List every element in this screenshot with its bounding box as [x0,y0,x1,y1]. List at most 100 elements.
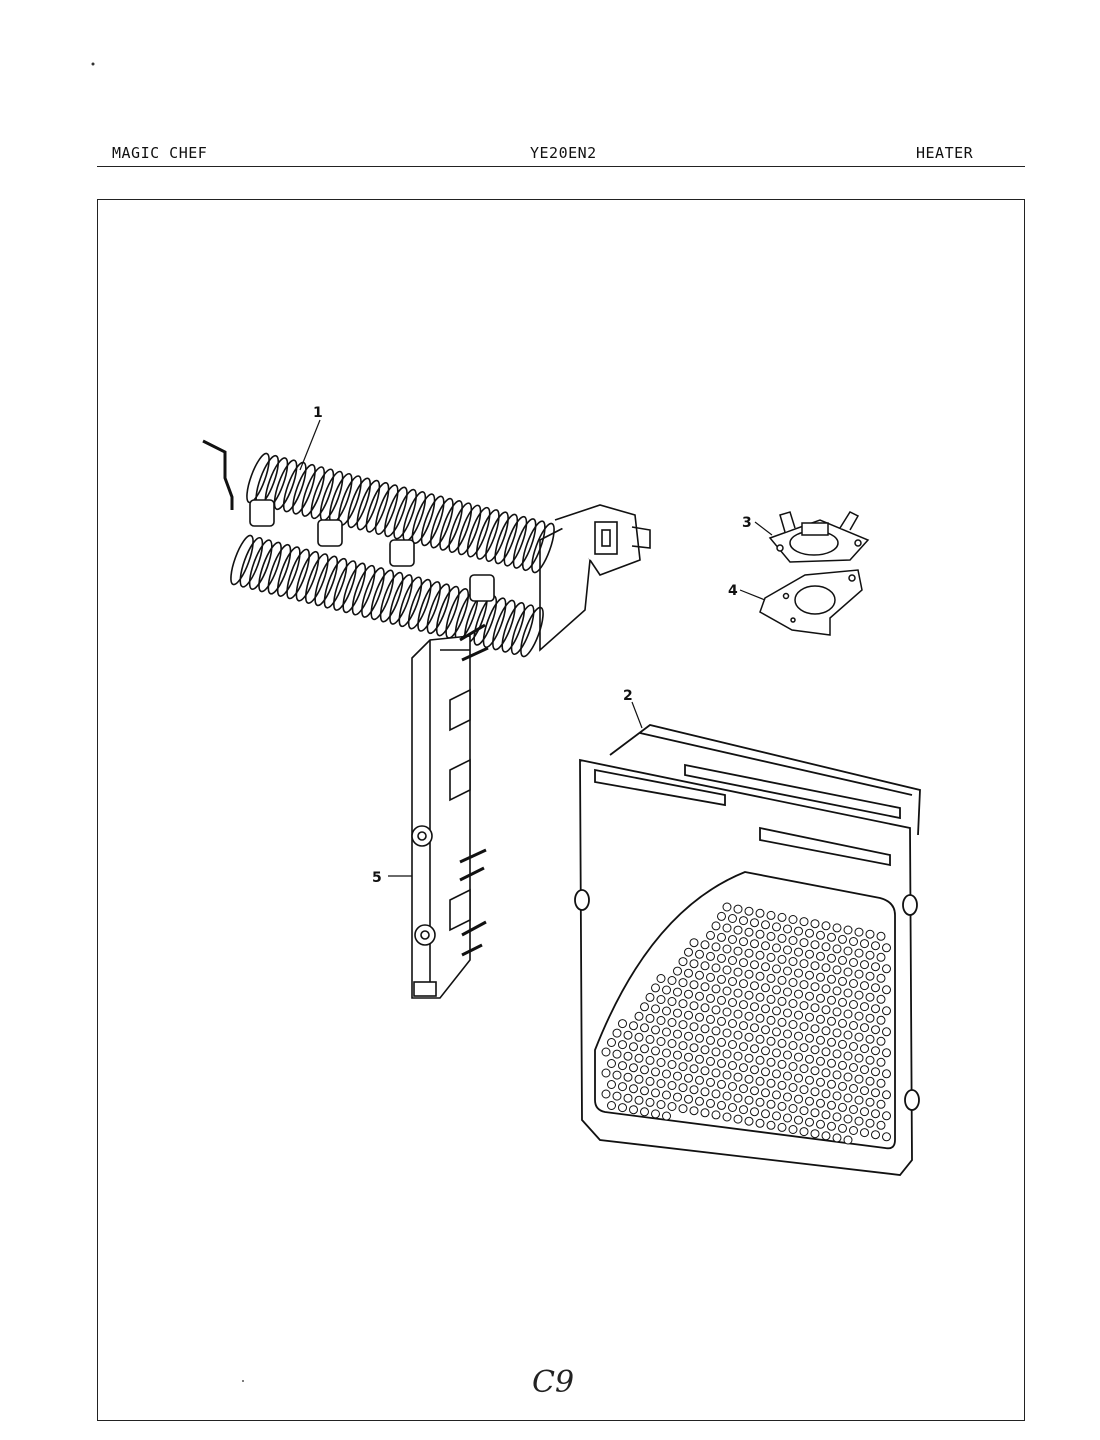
perforation-hole [728,1082,737,1091]
perforation-hole [711,921,721,931]
perforation-hole [783,1092,792,1102]
perforation-hole [766,1036,776,1046]
perforation-hole [821,963,831,973]
perforation-hole [728,1040,737,1049]
perforation-hole [777,1101,787,1111]
perforation-hole [728,1103,737,1112]
perforation-hole [854,1053,864,1063]
perforation-hole [706,1056,715,1066]
perforation-hole [865,971,875,981]
perforation-hole [849,979,858,988]
perforation-hole [799,1064,809,1074]
perforation-hole [662,1027,671,1037]
perforation-hole [612,1049,622,1059]
perforation-hole [667,1039,677,1048]
coil-loop [398,576,423,628]
perforation-hole [678,1041,688,1051]
perforation-hole [744,1032,754,1042]
coil-loop [351,564,376,616]
coil-loop [457,504,482,556]
perforation-hole [673,1029,682,1039]
perforation-hole [645,1013,655,1023]
perforation-hole [865,950,875,960]
perforation-hole [678,1104,688,1114]
perforation-hole [662,1048,671,1058]
perforation-hole [772,922,781,932]
perforation-hole [761,1109,770,1119]
perforation-hole [871,983,880,993]
perforation-hole [816,951,825,961]
perforation-hole [821,1110,831,1120]
perforation-hole [871,1088,880,1098]
perforation-hole [832,1091,842,1101]
perforation-hole [832,1049,842,1059]
heater-housing-box [574,724,921,1176]
perforation-hole [601,1089,611,1099]
perforation-hole [667,1060,677,1069]
perforation-hole [607,1080,616,1089]
perforation-hole [700,1066,710,1076]
perforation-hole [695,970,704,980]
perforation-hole [799,1043,809,1053]
coil-loop [402,491,427,542]
perforation-hole [640,1044,649,1054]
perforation-hole [689,1085,699,1095]
perforation-hole [854,1011,864,1021]
perforation-hole [700,961,710,971]
coil-loop [248,539,273,590]
header-brand: MAGIC CHEF [112,144,208,162]
header-rule [97,166,1025,167]
perforation-hole [623,1093,633,1103]
perforation-hole [810,940,820,950]
perforation-hole [634,1053,644,1063]
coil-loop [286,548,310,600]
perforation-hole [816,1056,825,1066]
perforation-hole [832,986,842,996]
perforation-hole [695,1075,704,1085]
perforation-hole [717,1037,726,1047]
perforation-hole [766,1057,776,1067]
perforation-hole [838,1039,847,1049]
perforation-hole [662,1006,671,1016]
perforation-hole [783,1113,792,1123]
perforation-hole [634,1032,644,1042]
perforation-hole [684,1010,693,1020]
perforation-hole [849,1063,858,1072]
coil-loop [448,502,473,554]
perforation-hole [827,974,836,984]
perforation-hole [750,939,759,949]
perforation-hole [656,1100,666,1109]
perforation-hole [849,1000,858,1009]
perforation-hole [766,1078,776,1088]
perforation-hole [882,1132,891,1142]
perforation-hole [816,972,825,982]
perforation-hole [651,1088,660,1098]
perforation-hole [827,995,836,1005]
coil-loop [435,585,460,637]
perforation-hole [821,1047,831,1057]
coil-loop [510,604,535,656]
perforation-hole [750,1044,759,1054]
header-model: YE20EN2 [530,144,597,162]
perforation-hole [838,955,847,965]
perforation-hole [882,1006,891,1016]
speck [242,1380,244,1382]
perforation-hole [755,908,765,918]
perforation-hole [821,984,831,994]
perforation-hole [695,949,704,959]
perforation-hole [871,1046,880,1056]
perforation-hole [689,980,699,990]
perforation-hole [843,925,853,935]
perforation-hole [799,959,809,969]
perforation-hole [766,1120,776,1130]
perforation-hole [772,1048,781,1058]
perforation-hole [739,1063,748,1073]
perforation-hole [794,968,803,978]
coil-loop [521,520,546,572]
coil-loop [310,468,335,520]
perforation-hole [634,1074,644,1084]
perforation-hole [805,1075,814,1085]
perforation-hole [777,975,787,985]
perforation-hole [876,1120,886,1130]
perforation-hole [722,944,732,954]
